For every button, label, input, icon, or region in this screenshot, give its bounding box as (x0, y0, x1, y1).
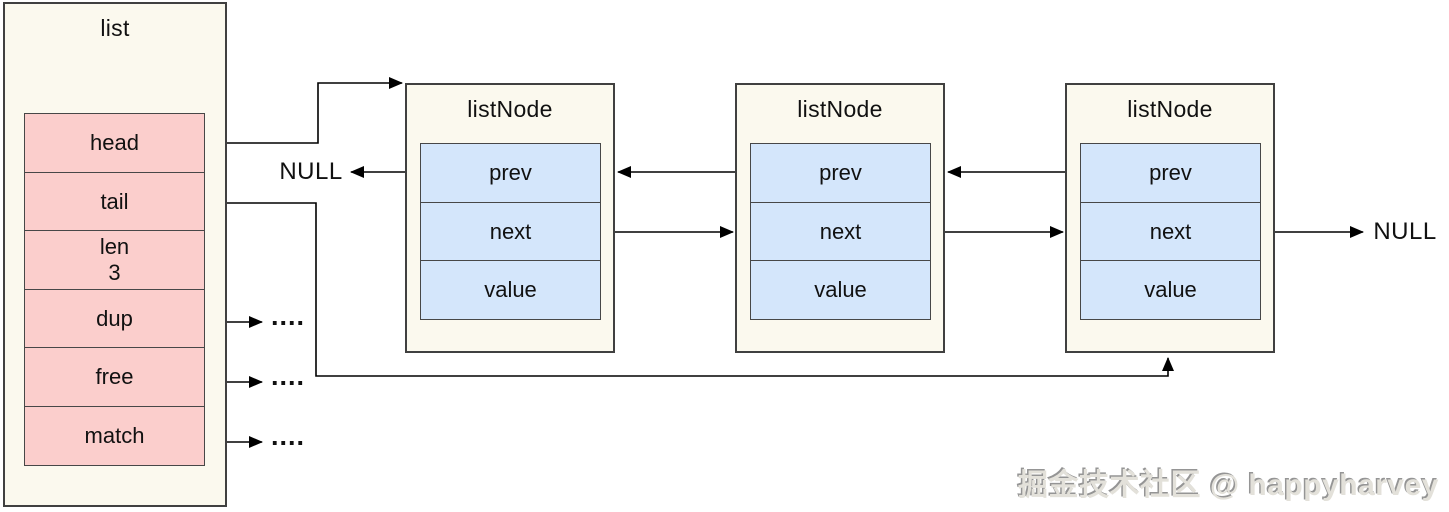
list-node-2-title: listNode (1127, 96, 1213, 122)
list-field-len-label: len (99, 234, 130, 259)
node0-prev-label: prev (489, 160, 532, 185)
list-field-dup-label: dup (96, 305, 133, 331)
list-node-box-0: listNode prev next value (405, 83, 615, 353)
node1-next-label: next (819, 218, 862, 244)
node1-field-value: value (750, 260, 931, 320)
node0-value-label: value (484, 277, 537, 302)
list-field-match-label: match (84, 422, 145, 448)
list-node-box-2: listNode prev next value (1065, 83, 1275, 353)
list-field-tail: tail (24, 171, 205, 232)
node2-field-value: value (1080, 260, 1261, 320)
node2-field-prev: prev (1080, 143, 1261, 203)
list-node-1-fields: prev next value (750, 143, 931, 320)
free-ellipsis-label: .... (271, 361, 306, 391)
node0-field-next: next (420, 201, 601, 262)
null-label-tail-next: NULL (1373, 218, 1437, 245)
list-field-head: head (24, 113, 205, 173)
list-node-2-fields: prev next value (1080, 143, 1261, 320)
node1-value-label: value (814, 277, 867, 302)
list-field-free: free (24, 347, 205, 407)
node1-field-next: next (750, 201, 931, 262)
null-label-head-prev: NULL (279, 158, 343, 185)
list-struct-box: list head tail len 3 dup free match (3, 2, 227, 507)
match-ellipsis-label: .... (271, 421, 306, 451)
list-field-head-label: head (90, 130, 139, 155)
node1-prev-label: prev (819, 160, 862, 185)
list-field-len-value: 3 (108, 260, 121, 285)
list-fields: head tail len 3 dup free match (24, 113, 205, 466)
tail-to-node2-arrow (203, 202, 1174, 377)
node2-value-label: value (1144, 277, 1197, 302)
list-struct-title: list (100, 15, 130, 41)
node2-next-label: next (1149, 218, 1192, 244)
node2-field-next: next (1080, 201, 1261, 262)
list-node-1-title: listNode (797, 96, 883, 122)
list-field-dup: dup (24, 288, 205, 349)
list-field-len: len 3 (24, 230, 205, 290)
list-field-tail-label: tail (100, 188, 129, 214)
list-field-free-label: free (95, 364, 134, 389)
node2-prev-label: prev (1149, 160, 1192, 185)
node0-field-prev: prev (420, 143, 601, 203)
list-field-match: match (24, 405, 205, 466)
list-node-0-title: listNode (467, 96, 553, 122)
list-node-box-1: listNode prev next value (735, 83, 945, 353)
head-to-node0-arrow (203, 77, 403, 144)
list-node-0-fields: prev next value (420, 143, 601, 320)
watermark-text: 掘金技术社区 @ happyharvey (1017, 469, 1439, 502)
node0-field-value: value (420, 260, 601, 320)
node1-field-prev: prev (750, 143, 931, 203)
node0-next-label: next (489, 218, 532, 244)
dup-ellipsis-label: .... (271, 301, 306, 331)
